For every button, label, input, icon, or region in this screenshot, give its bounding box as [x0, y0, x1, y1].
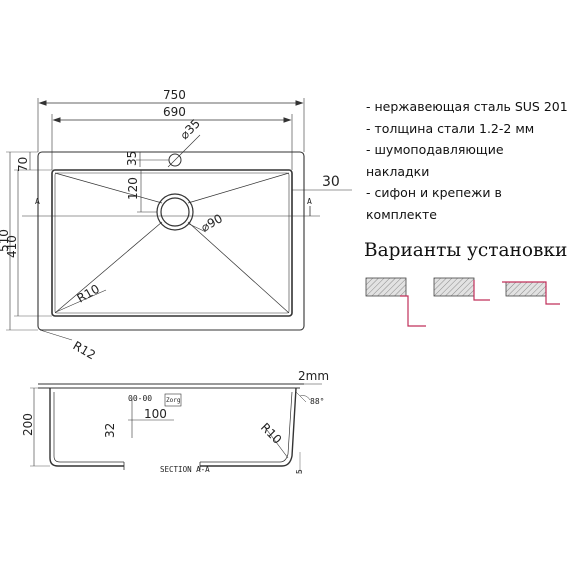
dim-overall-width: 750	[163, 88, 186, 102]
dim-rim-width: 30	[322, 174, 340, 190]
dim-overall-depth: 510	[0, 229, 11, 252]
spec-thickness: - толщина стали 1.2-2 мм	[366, 120, 535, 136]
install-variant-1	[365, 277, 426, 327]
top-view	[6, 98, 352, 341]
overflow-label: 00-00	[128, 394, 152, 403]
dim-drain-diameter: ⌀90	[199, 211, 225, 234]
dim-hole-offset: 35	[125, 151, 139, 166]
section-marker-right: A	[307, 197, 312, 206]
install-variant-2	[433, 277, 490, 301]
section-marker-left: A	[35, 197, 40, 206]
dim-top-margin: 70	[16, 157, 30, 172]
dim-overflow-spacing: 100	[144, 407, 167, 421]
dim-angle: 88°	[310, 397, 324, 406]
dim-overflow-height: 32	[103, 423, 117, 438]
dim-inner-width: 690	[163, 105, 186, 119]
spec-noise-pads: - шумоподавляющие накладки	[366, 142, 504, 179]
drain-brand-label: Zorg	[166, 397, 181, 404]
install-variants-title: Варианты установки	[364, 240, 568, 261]
dim-thickness: 2mm	[298, 369, 329, 383]
section-view	[30, 383, 322, 474]
spec-material: - нержавеющая сталь SUS 201	[366, 99, 568, 114]
dim-bottom-radius: R10	[258, 420, 285, 447]
spec-kit: - сифон и крепежи в комплекте	[366, 185, 502, 222]
spec-list: - нержавеющая сталь SUS 201 - толщина ст…	[366, 96, 568, 225]
dim-drain-offset: 120	[126, 177, 140, 200]
dim-small: 5	[295, 469, 304, 474]
install-variant-3	[502, 281, 560, 305]
dim-section-height: 200	[21, 413, 35, 436]
dim-outer-radius: R12	[71, 338, 98, 362]
section-label: SECTION A-A	[160, 465, 210, 474]
dim-inner-depth: 410	[5, 235, 19, 258]
dim-inner-radius: R10	[75, 282, 102, 306]
